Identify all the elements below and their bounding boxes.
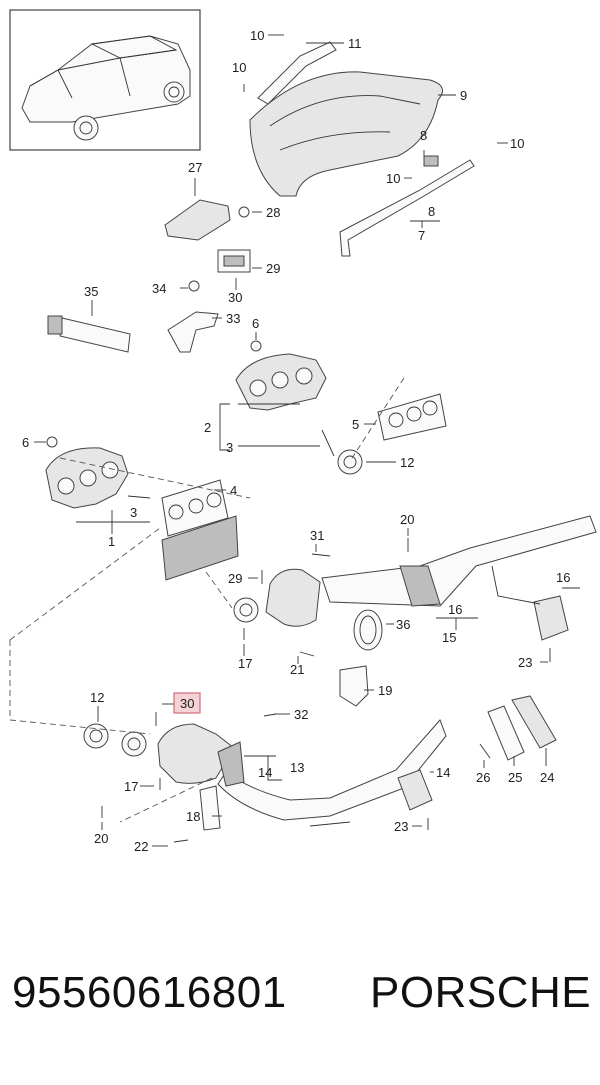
callout-10: 10 — [386, 171, 400, 186]
highlight-box-30[interactable] — [174, 693, 200, 713]
callout-16: 16 — [556, 570, 570, 585]
highlight-box-30-border — [173, 692, 201, 714]
screw-26 — [479, 743, 491, 759]
callout-13: 13 — [290, 760, 304, 775]
callout-labels: 10 11 10 9 8 10 10 8 7 27 28 29 30 35 34… — [22, 28, 570, 854]
manifold-left-1 — [45, 436, 129, 509]
bracket-11 — [257, 41, 337, 105]
callout-3: 3 — [130, 505, 137, 520]
assembly-lines — [9, 377, 405, 823]
bracket-19 — [339, 665, 369, 707]
callout-33: 33 — [226, 311, 240, 326]
callout-6: 6 — [22, 435, 29, 450]
mount-24 — [511, 695, 557, 749]
callout-23: 23 — [394, 819, 408, 834]
bracket-8 — [339, 155, 475, 257]
callout-26: 26 — [476, 770, 490, 785]
callout-3: 3 — [226, 440, 233, 455]
callout-20: 20 — [400, 512, 414, 527]
callout-18: 18 — [186, 809, 200, 824]
callout-21: 21 — [290, 662, 304, 677]
gasket-and-shield-4 — [161, 479, 239, 581]
callout-23: 23 — [518, 655, 532, 670]
callout-19: 19 — [378, 683, 392, 698]
callout-20: 20 — [94, 831, 108, 846]
clamp-36 — [353, 609, 383, 651]
callout-24: 24 — [540, 770, 554, 785]
callout-29: 29 — [228, 571, 242, 586]
callout-10: 10 — [250, 28, 264, 43]
heat-shield-bracket-27 — [164, 199, 250, 241]
callout-14: 14 — [436, 765, 450, 780]
callout-9: 9 — [460, 88, 467, 103]
callout-17: 17 — [238, 656, 252, 671]
callout-11: 11 — [348, 36, 362, 51]
callout-14: 14 — [258, 765, 272, 780]
footer: 95560616801 PORSCHE — [0, 968, 600, 1048]
callout-27: 27 — [188, 160, 202, 175]
callout-35: 35 — [84, 284, 98, 299]
callout-28: 28 — [266, 205, 280, 220]
bolts-upper — [243, 538, 551, 662]
gasket-12-right — [337, 449, 363, 475]
mount-16 — [491, 565, 569, 641]
callout-12: 12 — [400, 455, 414, 470]
callout-17: 17 — [124, 779, 138, 794]
manifold-right-2 — [235, 340, 327, 411]
callout-1: 1 — [108, 534, 115, 549]
catalytic-converter-lower-13 — [157, 719, 447, 827]
callout-8: 8 — [420, 128, 427, 143]
callout-30-highlighted[interactable]: 30 — [180, 696, 194, 711]
paste-tube-35 — [47, 315, 131, 353]
callout-25: 25 — [508, 770, 522, 785]
connector-29 — [217, 249, 251, 273]
callout-6: 6 — [252, 316, 259, 331]
callout-15: 15 — [442, 630, 456, 645]
callout-36: 36 — [396, 617, 410, 632]
callout-2: 2 — [204, 420, 211, 435]
callout-29: 29 — [266, 261, 280, 276]
callout-4: 4 — [230, 483, 237, 498]
catalytic-converter-upper-15 — [233, 515, 597, 627]
callout-34: 34 — [152, 281, 166, 296]
callout-32: 32 — [294, 707, 308, 722]
callout-31: 31 — [310, 528, 324, 543]
callout-10: 10 — [232, 60, 246, 75]
callout-10: 10 — [510, 136, 524, 151]
callout-12: 12 — [90, 690, 104, 705]
leader-lines — [34, 34, 580, 847]
heat-shield-9 — [249, 71, 443, 197]
callout-30: 30 — [228, 290, 242, 305]
mount-14 — [397, 769, 433, 811]
gasket-12-lower — [83, 723, 147, 757]
part-number: 95560616801 — [12, 968, 287, 1017]
callout-16: 16 — [448, 602, 462, 617]
callout-5: 5 — [352, 417, 359, 432]
callout-8: 8 — [428, 204, 435, 219]
callout-22: 22 — [134, 839, 148, 854]
brand-name: PORSCHE — [370, 968, 592, 1017]
gasket-5 — [377, 393, 447, 441]
mount-25 — [487, 705, 525, 761]
callout-7: 7 — [418, 228, 425, 243]
bracket-18 — [199, 785, 221, 831]
vehicle-thumbnail — [9, 9, 201, 151]
bracket-33 — [167, 280, 219, 353]
